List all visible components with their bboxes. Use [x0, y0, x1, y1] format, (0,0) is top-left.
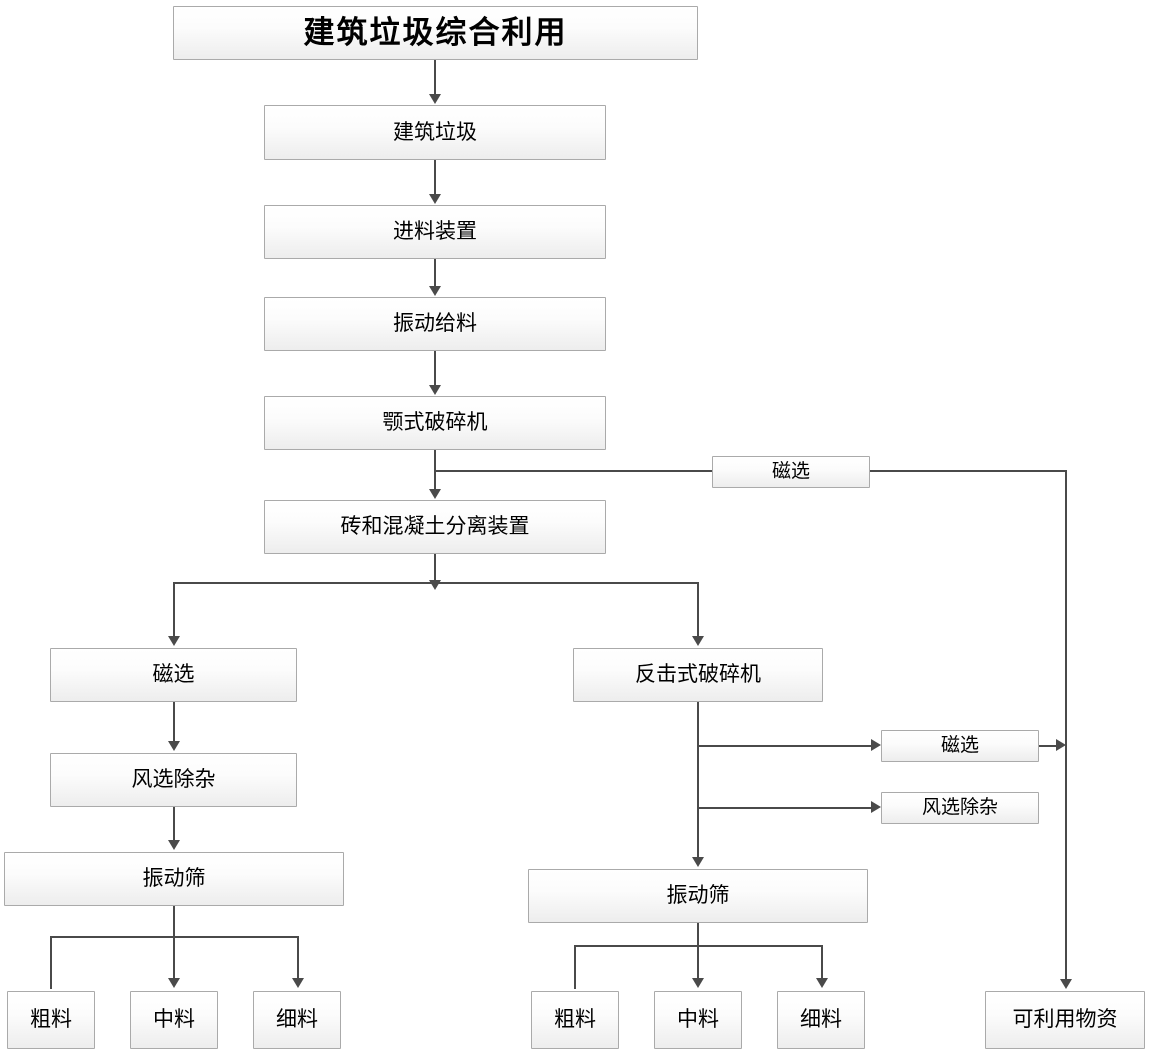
node-air-separation-right: 风选除杂	[881, 792, 1039, 824]
connector-separator-to-magnetic-left	[173, 582, 175, 637]
connector-separator-down	[434, 554, 436, 581]
arrowhead-screen-right-to-fine	[816, 978, 828, 988]
node-construction-waste: 建筑垃圾	[264, 105, 606, 160]
arrowhead-separator-to-magnetic-left	[168, 636, 180, 646]
connector-feeder-to-vibfeed	[434, 259, 436, 287]
connector-air-left-to-screen-left	[173, 807, 175, 841]
node-air-separation-left: 风选除杂	[50, 753, 297, 807]
arrowhead-jaw-to-separator	[429, 489, 441, 499]
node-jaw-crusher: 颚式破碎机	[264, 396, 606, 450]
connector-magnetic-left-to-air-left	[173, 702, 175, 742]
node-vibrating-screen-left: 振动筛	[4, 852, 344, 906]
arrowhead-screen-left-to-medium	[168, 978, 180, 988]
node-fine-material-right: 细料	[777, 991, 865, 1049]
node-feeding-device: 进料装置	[264, 205, 606, 259]
connector-impact-to-screen-right	[697, 702, 699, 858]
connector-magnetic-top-to-rail	[870, 470, 1067, 472]
arrowhead-title-to-waste	[429, 94, 441, 104]
connector-jaw-to-magnetic-top	[434, 470, 712, 472]
arrowhead-impact-to-air-right	[871, 801, 881, 813]
connector-vibfeed-to-jaw	[434, 351, 436, 386]
node-medium-material-left: 中料	[130, 991, 218, 1049]
node-coarse-material-left: 粗料	[7, 991, 95, 1049]
node-coarse-material-right: 粗料	[531, 991, 619, 1049]
connector-screen-right-to-coarse	[574, 945, 576, 989]
connector-impact-to-magnetic-right	[697, 745, 873, 747]
arrowhead-magnetic-left-to-air-left	[168, 741, 180, 751]
arrowhead-separator-to-impact	[692, 636, 704, 646]
connector-screen-left-to-coarse	[50, 936, 52, 989]
connector-waste-to-feeder	[434, 160, 436, 195]
arrowhead-impact-to-screen-right	[692, 857, 704, 867]
arrowhead-screen-left-to-fine	[292, 978, 304, 988]
connector-separator-split-horizontal	[173, 582, 698, 584]
node-magnetic-separation-left: 磁选	[50, 648, 297, 702]
node-vibrating-feeder: 振动给料	[264, 297, 606, 351]
node-title: 建筑垃圾综合利用	[173, 6, 698, 60]
arrowhead-magnetic-right-to-rail	[1056, 739, 1066, 751]
connector-screen-left-to-medium	[173, 936, 175, 979]
arrowhead-rail-to-usable	[1060, 979, 1072, 989]
node-impact-crusher: 反击式破碎机	[573, 648, 823, 702]
connector-screen-right-to-fine	[821, 945, 823, 979]
arrowhead-feeder-to-vibfeed	[429, 286, 441, 296]
connector-screen-left-down	[173, 906, 175, 936]
node-brick-concrete-separator: 砖和混凝土分离装置	[264, 500, 606, 554]
connector-title-to-waste	[434, 60, 436, 95]
arrowhead-impact-to-magnetic-right	[871, 739, 881, 751]
node-vibrating-screen-right: 振动筛	[528, 869, 868, 923]
arrowhead-vibfeed-to-jaw	[429, 385, 441, 395]
connector-screen-right-down	[697, 923, 699, 945]
node-usable-material: 可利用物资	[985, 991, 1145, 1049]
arrowhead-air-left-to-screen-left	[168, 840, 180, 850]
connector-separator-to-impact	[697, 582, 699, 637]
connector-right-rail-vertical	[1065, 470, 1067, 980]
node-magnetic-separation-top: 磁选	[712, 456, 870, 488]
node-medium-material-right: 中料	[654, 991, 742, 1049]
node-fine-material-left: 细料	[253, 991, 341, 1049]
connector-magnetic-right-to-rail	[1039, 745, 1061, 747]
connector-screen-left-to-fine	[297, 936, 299, 979]
connector-impact-to-air-right	[697, 807, 873, 809]
arrowhead-separator-down	[429, 580, 441, 590]
connector-screen-right-to-medium	[697, 945, 699, 979]
arrowhead-screen-right-to-medium	[692, 978, 704, 988]
arrowhead-waste-to-feeder	[429, 194, 441, 204]
node-magnetic-separation-right: 磁选	[881, 730, 1039, 762]
